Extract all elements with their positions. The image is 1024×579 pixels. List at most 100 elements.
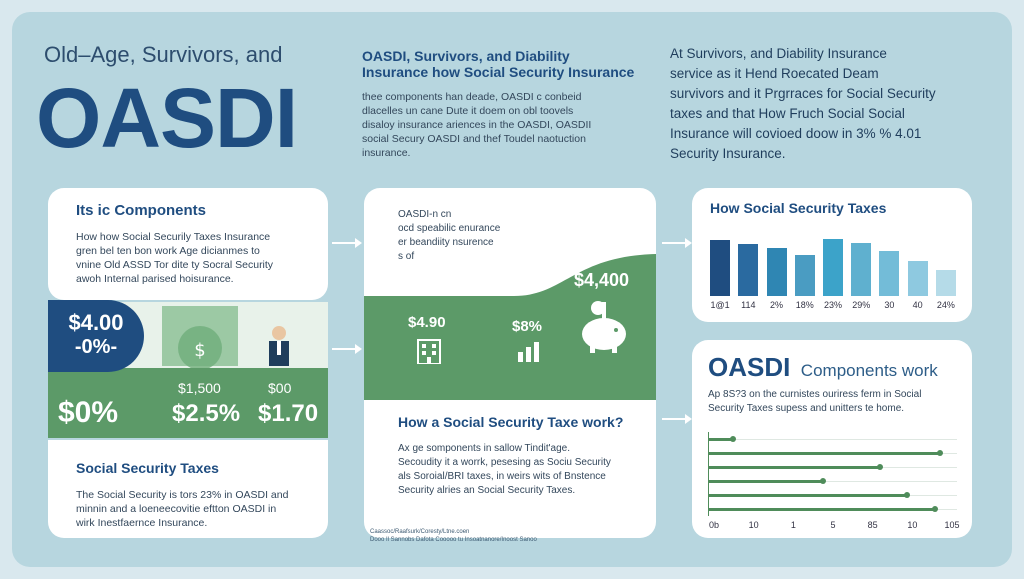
bar-6 xyxy=(879,251,900,296)
col3-line: survivors and it Prgrraces for Social Se… xyxy=(670,86,936,101)
taxes-body-line: wirk Inestfaernce Insurance. xyxy=(76,517,208,529)
components-body-line: gren bel ten bon work Age dicianmes to xyxy=(76,245,260,257)
price-small: $4.90 xyxy=(408,314,446,331)
bar-0 xyxy=(710,240,731,296)
price-badge-line2: -0%- xyxy=(74,336,118,358)
page-title: OASDI xyxy=(36,71,298,165)
col2-heading-line1: OASDI, Survivors, and Diability xyxy=(362,48,570,64)
middle-line: ocd speabilic enurance xyxy=(398,223,501,234)
tax-work-line: Secoudity it a worrk, pesesing as Sociu … xyxy=(398,457,611,468)
bar-7 xyxy=(907,260,928,296)
big-value-2: $2.5% xyxy=(172,400,241,427)
bar-tick-label: 114 xyxy=(741,300,756,310)
horizontal-bar-plot xyxy=(708,432,963,516)
bar-chart-icon xyxy=(516,338,544,367)
col3-line: service as it Hend Roecated Deam xyxy=(670,66,879,81)
tax-work-line: als Soroial/BRI taxes, in weirs wits of … xyxy=(398,471,606,482)
piggy-bank-icon xyxy=(576,294,632,359)
footnote-line: Caassoc/Raafsurk/Coresty/Ltne.coen xyxy=(370,529,470,535)
middle-line: s of xyxy=(398,251,415,262)
hbar-tick-label: 10 xyxy=(748,520,759,530)
bar-chart-title: How Social Security Taxes xyxy=(710,200,887,216)
hbar-tick-label: 105 xyxy=(944,520,960,530)
arrow-icon xyxy=(662,414,692,424)
taxes-body-line: minnin and a loeneecovitie eftton OASDI … xyxy=(76,503,277,515)
footnote: Caassoc/Raafsurk/Coresty/Ltne.coen Dooo … xyxy=(370,528,537,544)
hbar-3 xyxy=(709,478,827,484)
value-3-top: $00 xyxy=(268,380,292,396)
col2-body-line: thee components han deade, OASDI c conbe… xyxy=(362,91,582,103)
bar-3 xyxy=(794,254,815,296)
bar-1 xyxy=(738,244,759,296)
col3-line: Insurance will covioed doow in 3% % 4.01 xyxy=(670,126,922,141)
percent-value: $8% xyxy=(512,318,543,335)
arrow-icon xyxy=(662,238,692,248)
components-body-line: vnine Old ASSD Tor dite ty Socral Securi… xyxy=(76,259,274,271)
col2-heading-line2: Insurance how Social Security Insurance xyxy=(362,64,635,80)
price-badge: $4.00 -0%- xyxy=(48,300,144,372)
arrow-icon xyxy=(332,238,362,248)
hbar-4 xyxy=(709,492,910,498)
coin-stack-icon: $ xyxy=(160,304,240,370)
components-body-line: awoh Internal parised hoisurance. xyxy=(76,273,234,285)
tax-work-line: Security alries an Social Security Taxes… xyxy=(398,485,576,496)
bar-tick-label: 23% xyxy=(823,300,842,310)
bar-tick-label: 40 xyxy=(912,300,923,310)
components-body: How how Social Securily Taxes Insurance … xyxy=(76,230,326,286)
taxes-body-line: The Social Security is tors 23% in OASDI… xyxy=(76,489,289,501)
middle-card: OASDI-n cn ocd speabilic enurance er bea… xyxy=(364,188,656,538)
tax-work-line: Ax ge somponents in sallow Tindit'age. xyxy=(398,443,571,454)
hbar-gridline xyxy=(709,481,957,482)
hbar-2 xyxy=(709,464,884,470)
oasdi-card-title-b: Components work xyxy=(800,361,938,380)
building-icon xyxy=(416,336,442,369)
value-2-top: $1,500 xyxy=(178,380,221,396)
green-left-panel xyxy=(48,368,328,438)
bar-chart-plot xyxy=(706,228,960,296)
middle-line: er beandiity nsurence xyxy=(398,237,494,248)
bar-tick-label: 18% xyxy=(795,300,814,310)
components-card: Its ic Components How how Social Securil… xyxy=(48,188,328,300)
middle-card-text: OASDI-n cn ocd speabilic enurance er bea… xyxy=(398,208,638,264)
price-big: $4,400 xyxy=(574,270,630,290)
col2-heading: OASDI, Survivors, and Diability Insuranc… xyxy=(362,48,662,80)
components-title: Its ic Components xyxy=(76,202,207,219)
col2-body-line: social Secury OASDI and thef Toudel naot… xyxy=(362,133,586,145)
col3-line: At Survivors, and Diability Insurance xyxy=(670,46,887,61)
oasdi-card-title: OASDI Components work xyxy=(708,352,938,383)
bar-tick-label: 2% xyxy=(770,300,784,310)
col2-body-line: dlacelles un cane Dute it doem on obl to… xyxy=(362,105,574,117)
price-badge-line1: $4.00 xyxy=(68,310,124,335)
bar-tick-label: 24% xyxy=(936,300,955,310)
hbar-tick-label: 85 xyxy=(867,520,878,530)
middle-line: OASDI-n cn xyxy=(398,209,452,220)
bar-5 xyxy=(851,242,872,296)
oasdi-card: OASDI Components work Ap 8S?3 on the cur… xyxy=(692,340,972,538)
components-body-line: How how Social Securily Taxes Insurance xyxy=(76,231,271,243)
oasdi-body-line: Ap 8S?3 on the curnistes ouriress ferm i… xyxy=(708,389,922,400)
col3-text: At Survivors, and Diability Insurance se… xyxy=(670,44,1000,164)
oasdi-card-title-a: OASDI xyxy=(708,352,791,382)
col3-line: Security Insurance. xyxy=(670,146,786,161)
bar-tick-label: 29% xyxy=(852,300,871,310)
arrow-icon xyxy=(332,344,362,354)
person-icon xyxy=(266,324,292,366)
bar-4 xyxy=(823,238,843,296)
bar-tick-label: 1@1 xyxy=(710,300,730,310)
col2-body: thee components han deade, OASDI c conbe… xyxy=(362,90,662,160)
header-subtitle: Old–Age, Survivors, and xyxy=(44,42,283,67)
tax-work-title: How a Social Security Taxe work? xyxy=(398,414,624,430)
col2-body-line: disaloy insurance ariences in the OASDI,… xyxy=(362,119,592,131)
svg-text:$: $ xyxy=(194,340,205,361)
tax-work-body: Ax ge somponents in sallow Tindit'age. S… xyxy=(398,442,648,498)
hbar-1 xyxy=(709,450,943,456)
bar-tick-label: 30 xyxy=(884,300,895,310)
bar-8 xyxy=(935,270,956,296)
oasdi-card-body: Ap 8S?3 on the curnistes ouriress ferm i… xyxy=(708,388,962,416)
bar-2 xyxy=(766,248,787,296)
hbar-tick-label: 0b xyxy=(708,520,719,530)
big-value-1: $0% xyxy=(58,396,119,429)
col2-body-line: insurance. xyxy=(362,147,411,159)
taxes-card: Social Security Taxes The Social Securit… xyxy=(48,440,328,538)
hbar-tick-label: 5 xyxy=(830,520,836,530)
